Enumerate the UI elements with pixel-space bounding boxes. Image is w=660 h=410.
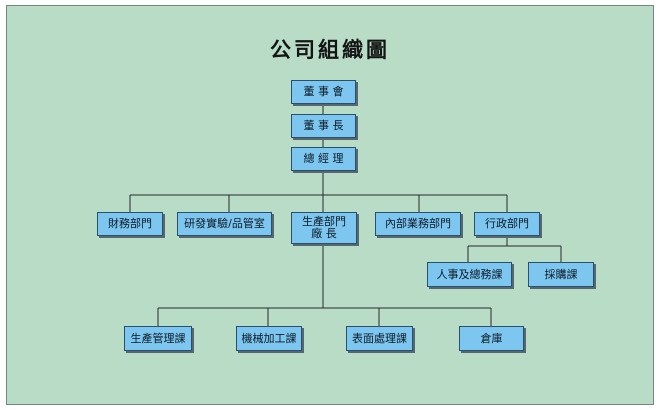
node-admin-dept[interactable]: 行政部門 — [474, 212, 540, 236]
node-general-manager[interactable]: 總 經 理 — [291, 147, 356, 171]
node-hr-general-affairs[interactable]: 人事及總務課 — [427, 262, 512, 287]
node-rnd-qc-office[interactable]: 研發實驗/品管室 — [177, 212, 272, 236]
node-production-dept[interactable]: 生產部門 廠 長 — [291, 212, 357, 244]
node-domestic-sales-dept[interactable]: 內部業務部門 — [375, 212, 461, 236]
node-chairman[interactable]: 董 事 長 — [291, 114, 356, 138]
node-purchasing[interactable]: 採購課 — [528, 262, 594, 287]
chart-background — [6, 5, 654, 405]
node-board[interactable]: 董 事 會 — [291, 80, 356, 104]
node-production-management[interactable]: 生產管理課 — [124, 326, 192, 351]
node-finance-dept[interactable]: 財務部門 — [97, 212, 163, 236]
chart-title: 公司組織圖 — [270, 38, 390, 62]
node-warehouse[interactable]: 倉庫 — [459, 326, 524, 351]
node-surface-treatment[interactable]: 表面處理課 — [346, 326, 413, 351]
node-machining[interactable]: 機械加工課 — [236, 326, 302, 351]
